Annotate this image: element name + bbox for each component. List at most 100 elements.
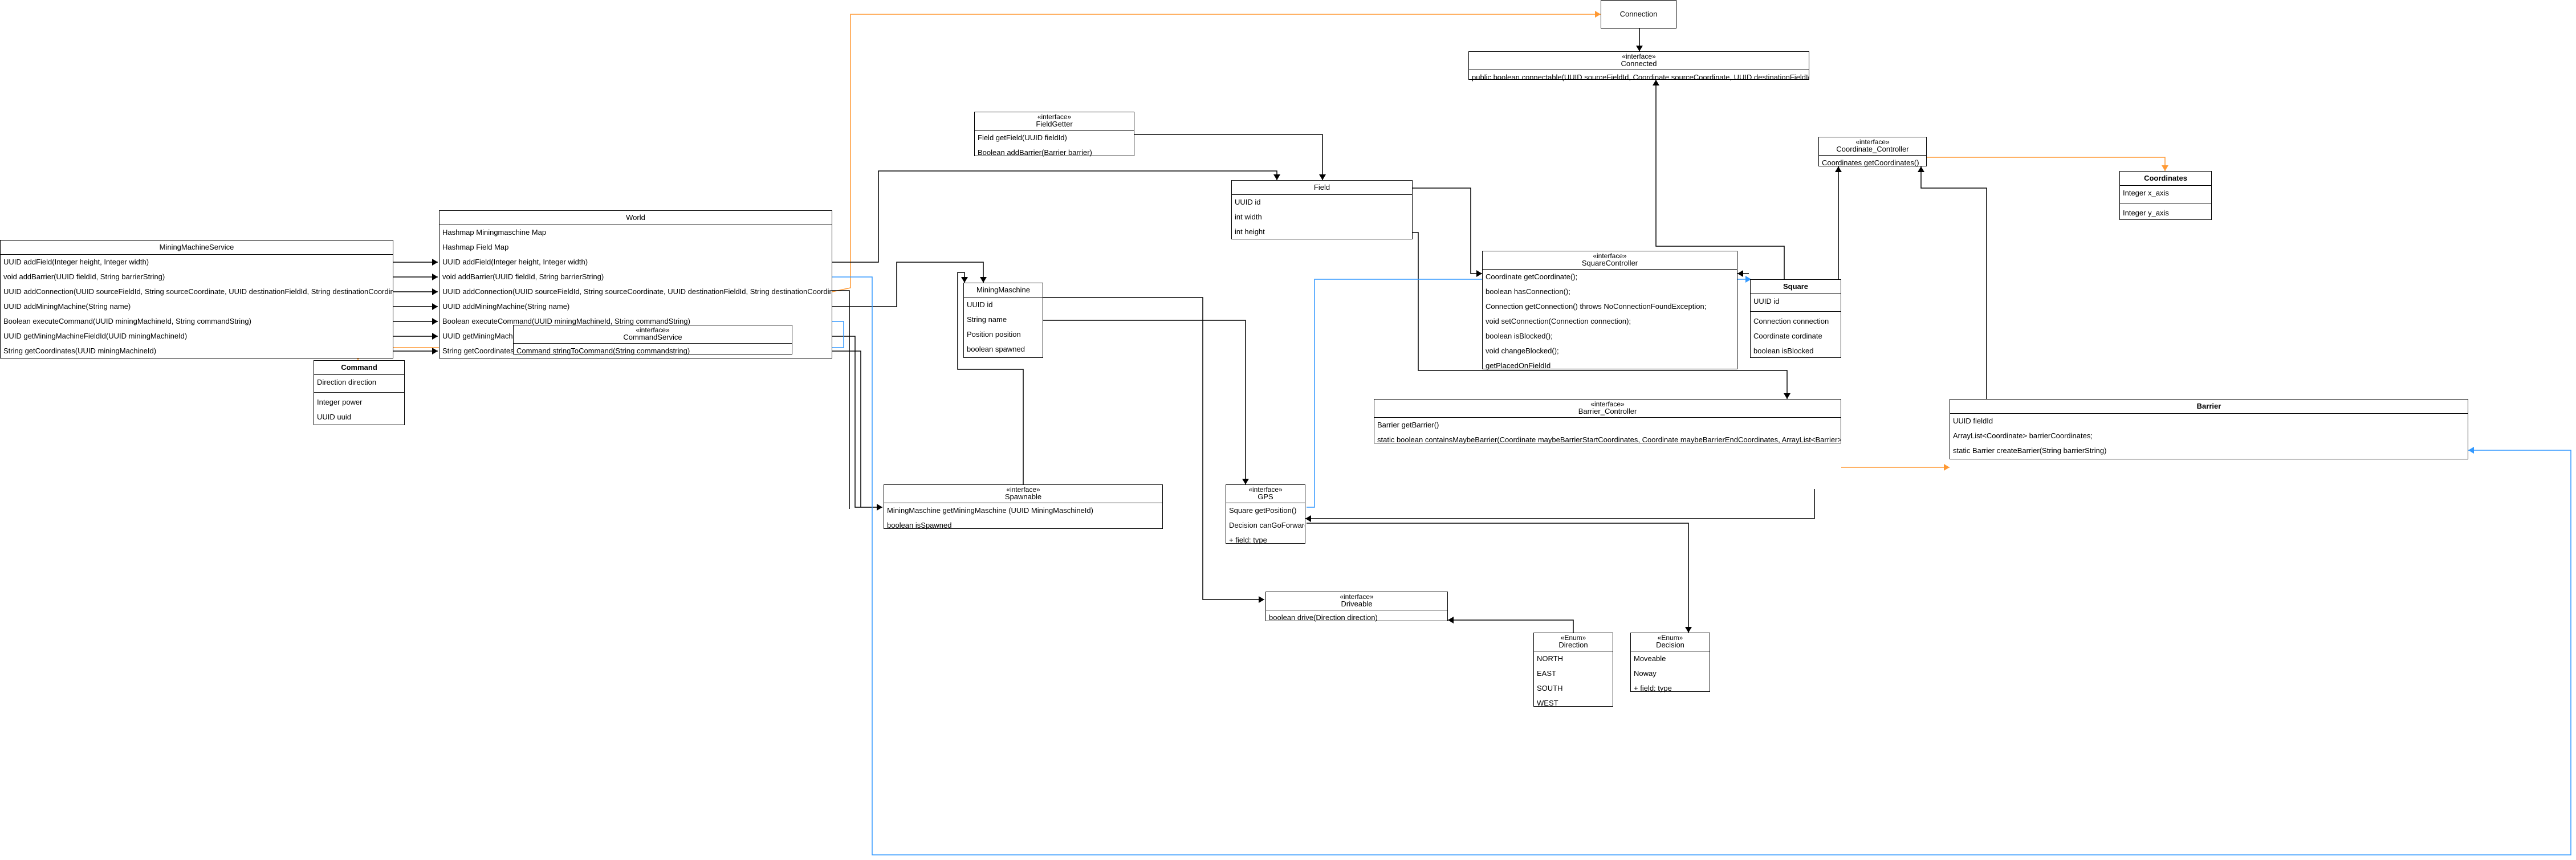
enum-value: SOUTH xyxy=(1537,684,1563,692)
edge-world-spawnable-2 xyxy=(832,350,861,507)
edge-miningmaschine-gps xyxy=(1043,320,1249,484)
method-row: Boolean addBarrier(Barrier barrier) xyxy=(978,148,1092,157)
class-barrier[interactable]: Barrier UUID fieldId ArrayList<Coordinat… xyxy=(1950,399,2468,459)
class-title: GPS xyxy=(1258,492,1273,501)
enum-value: NORTH xyxy=(1537,654,1563,663)
method-row: + field: type xyxy=(1229,536,1267,544)
method-row: Boolean executeCommand(UUID miningMachin… xyxy=(442,317,690,325)
method-row: static boolean containsMaybeBarrier(Coor… xyxy=(1377,435,1841,444)
method-row: UUID addConnection(UUID sourceFieldId, S… xyxy=(3,287,393,296)
method-row: void addBarrier(UUID fieldId, String bar… xyxy=(442,272,604,281)
method-row: Command stringToCommand(String commandst… xyxy=(516,347,690,355)
method-row: Coordinate getCoordinate(); xyxy=(1486,272,1578,281)
interface-gps[interactable]: «interface» GPS Square getPosition() Dec… xyxy=(1226,484,1305,544)
method-row: Field getField(UUID fieldId) xyxy=(978,133,1067,142)
field-row: boolean spawned xyxy=(967,345,1025,353)
enum-value: EAST xyxy=(1537,669,1556,678)
method-row: UUID addMiningMachine(String name) xyxy=(442,302,570,311)
interface-connected[interactable]: «interface» Connected public boolean con… xyxy=(1468,51,1809,81)
field-row: Integer x_axis xyxy=(2123,189,2169,197)
field-row: int width xyxy=(1235,213,1262,221)
class-title: MiningMaschine xyxy=(964,283,1043,297)
interface-spawnable[interactable]: «interface» Spawnable MiningMaschine get… xyxy=(884,484,1163,529)
class-command[interactable]: Command Direction direction Integer powe… xyxy=(314,360,405,425)
method-row: MiningMaschine getMiningMaschine (UUID M… xyxy=(887,506,1093,515)
method-row: public boolean connectable(UUID sourceFi… xyxy=(1472,73,1809,81)
method-row: UUID addMiningMachine(String name) xyxy=(3,302,131,311)
interface-barrier-controller[interactable]: «interface» Barrier_Controller Barrier g… xyxy=(1374,399,1841,444)
field-row: Integer power xyxy=(317,398,363,406)
stereotype-label: «interface» xyxy=(1248,486,1283,494)
class-title: Coordinate_Controller xyxy=(1836,145,1909,153)
class-coordinates[interactable]: Coordinates Integer x_axis Integer y_axi… xyxy=(2119,171,2212,220)
field-row: Integer y_axis xyxy=(2123,209,2169,217)
class-square[interactable]: Square UUID id Connection connection Coo… xyxy=(1750,279,1841,358)
field-row: UUID id xyxy=(1753,297,1780,305)
field-row: UUID id xyxy=(967,300,993,309)
method-row: getPlacedOnFieldId xyxy=(1486,361,1551,370)
stereotype-label: «interface» xyxy=(1593,252,1627,260)
class-miningmachineservice[interactable]: MiningMachineService UUID addField(Integ… xyxy=(0,240,393,358)
method-row: UUID getMiningMachineFieldId(UUID mining… xyxy=(3,332,188,340)
enum-direction[interactable]: «Enum» Direction NORTH EAST SOUTH WEST xyxy=(1533,633,1613,707)
class-miningmaschine[interactable]: MiningMaschine UUID id String name Posit… xyxy=(963,283,1043,358)
method-row: void addBarrier(UUID fieldId, String bar… xyxy=(3,272,165,281)
interface-driveable[interactable]: «interface» Driveable boolean drive(Dire… xyxy=(1265,592,1448,622)
class-title: Direction xyxy=(1558,641,1588,649)
method-row: Coordinates getCoordinates() xyxy=(1822,158,1919,167)
method-row: Decision canGoForward xyxy=(1229,521,1305,529)
divider xyxy=(1751,311,1841,312)
class-field[interactable]: Field UUID id int width int height xyxy=(1231,180,1413,239)
enum-value: Moveable xyxy=(1634,654,1666,663)
method-row: boolean hasConnection(); xyxy=(1486,287,1570,296)
stereotype-label: «interface» xyxy=(1855,138,1890,146)
field-row: Direction direction xyxy=(317,378,377,386)
class-title: FieldGetter xyxy=(1036,120,1073,128)
interface-coordinate-controller[interactable]: «interface» Coordinate_Controller Coordi… xyxy=(1818,137,1927,167)
stereotype-label: «interface» xyxy=(1006,486,1040,494)
enum-value: Noway xyxy=(1634,669,1657,678)
field-row: int height xyxy=(1235,227,1265,236)
field-row: UUID id xyxy=(1235,198,1261,206)
enum-value: + field: type xyxy=(1634,684,1672,692)
method-row: String getCoordinates(UUID miningMachine… xyxy=(3,347,157,355)
edge-fieldgetter-field xyxy=(1134,134,1326,180)
class-title: Field xyxy=(1232,181,1412,195)
stereotype-label: «interface» xyxy=(1037,113,1072,121)
edge-world-miningmaschine xyxy=(832,262,987,307)
edge-square-connected xyxy=(1653,80,1785,279)
field-row: Connection connection xyxy=(1753,317,1829,325)
stereotype-label: «interface» xyxy=(1590,400,1625,408)
method-row: Barrier getBarrier() xyxy=(1377,421,1439,429)
interface-commandservice[interactable]: «interface» CommandService Command strin… xyxy=(513,325,792,355)
divider xyxy=(314,392,404,393)
enum-decision[interactable]: «Enum» Decision Moveable Noway + field: … xyxy=(1630,633,1710,692)
edge-coordctrl-coordinates xyxy=(1927,157,2168,171)
class-title: Driveable xyxy=(1341,600,1373,608)
class-title: World xyxy=(439,211,832,225)
field-row: Position position xyxy=(967,330,1021,339)
class-connection[interactable]: Connection xyxy=(1601,0,1676,28)
class-title: Connection xyxy=(1619,10,1658,18)
method-row: Square getPosition() xyxy=(1229,506,1297,515)
edge-world-field xyxy=(832,170,1280,263)
class-title: Connected xyxy=(1621,59,1657,68)
field-row: ArrayList<Coordinate> barrierCoordinates… xyxy=(1953,431,2093,440)
stereotype-label: «Enum» xyxy=(1657,634,1683,642)
interface-fieldgetter[interactable]: «interface» FieldGetter Field getField(U… xyxy=(974,112,1134,157)
edge-field-squarecontroller xyxy=(1413,188,1482,277)
field-row: Coordinate cordinate xyxy=(1753,332,1822,340)
class-title: Barrier_Controller xyxy=(1578,407,1637,415)
edge-miningmaschine-driveable xyxy=(1043,297,1264,603)
method-row: Connection getConnection() throws NoConn… xyxy=(1486,302,1707,311)
method-row: boolean isBlocked(); xyxy=(1486,332,1553,340)
field-row: String name xyxy=(967,315,1007,324)
field-row: UUID fieldId xyxy=(1953,417,1993,425)
method-row: boolean isSpawned xyxy=(887,521,952,529)
class-title: MiningMachineService xyxy=(1,241,393,255)
interface-squarecontroller[interactable]: «interface» SquareController Coordinate … xyxy=(1482,251,1737,370)
method-row: static Barrier createBarrier(String barr… xyxy=(1953,446,2107,455)
field-row: boolean isBlocked xyxy=(1753,347,1814,355)
method-row: void changeBlocked(); xyxy=(1486,347,1559,355)
edge-direction-driveable xyxy=(1448,617,1574,633)
